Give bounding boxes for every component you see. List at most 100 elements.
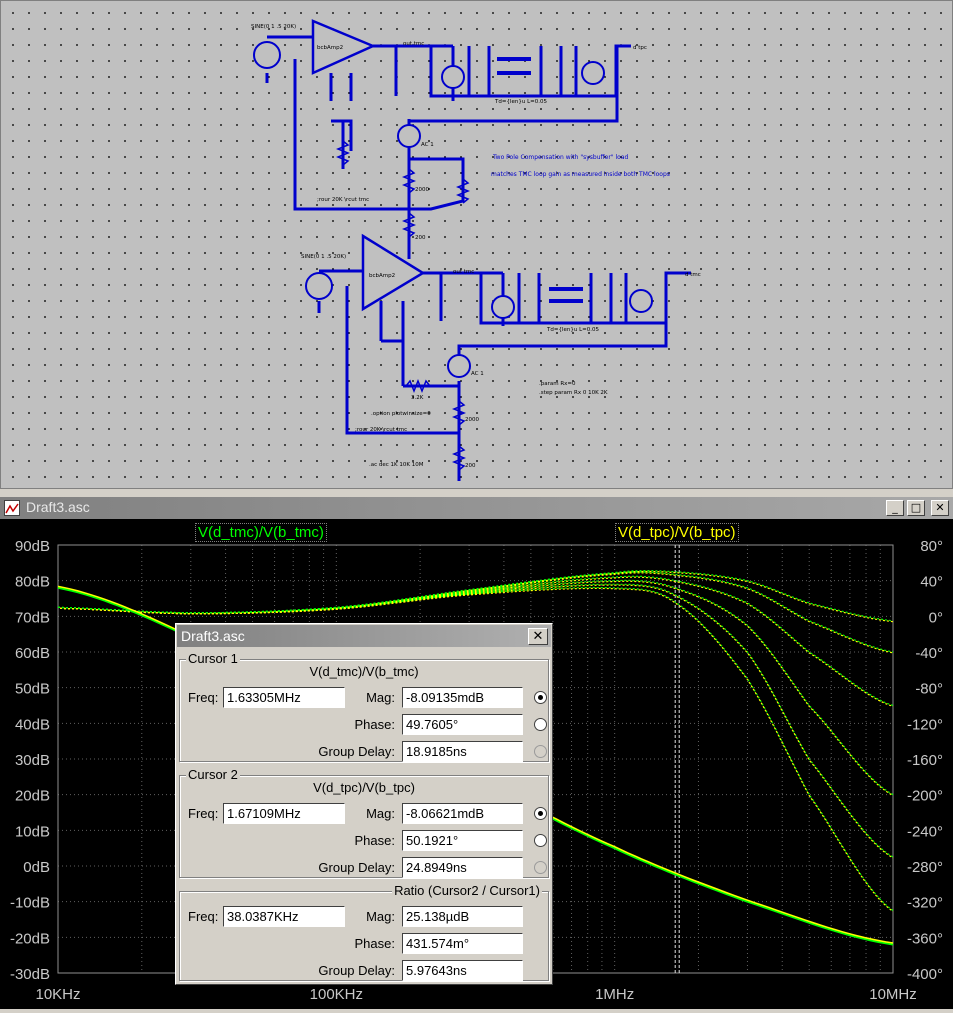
dialog-titlebar[interactable]: Draft3.asc ✕: [177, 625, 551, 647]
schematic-sources: [253, 41, 653, 378]
y-right-tick-label: -400°: [907, 966, 943, 983]
y-right-tick-label: -240°: [907, 823, 943, 840]
cursor2-freq-field[interactable]: 1.67109MHz: [223, 803, 345, 824]
phase-curve-tpc: [57, 570, 894, 623]
cursor2-gd-field[interactable]: 24.8949ns: [402, 857, 523, 878]
spice-param: .param Rx=0: [539, 381, 576, 387]
y-right-tick-label: -280°: [907, 859, 943, 876]
tline1-label: Td={len}u L=0.05: [494, 99, 548, 105]
x-tick-label: 1MHz: [595, 986, 634, 1003]
cursor2-mag-radio[interactable]: [534, 807, 547, 820]
minimize-button[interactable]: _: [886, 500, 904, 516]
maximize-button[interactable]: □: [907, 500, 925, 516]
ratio-group: Ratio (Cursor2 / Cursor1) Freq: 38.0387K…: [179, 883, 549, 981]
y-right-tick-label: -200°: [907, 788, 943, 805]
spice-ac: .ac dec 1K 10K 10M: [369, 462, 424, 468]
ratio-freq-field[interactable]: 38.0387KHz: [223, 906, 345, 927]
cursor1-freq-field[interactable]: 1.63305MHz: [223, 687, 345, 708]
note-line-2: matches TMC loop gain as measured inside…: [491, 171, 670, 178]
cursor2-gd-label: Group Delay:: [318, 860, 395, 875]
phase-curve-tmc: [57, 586, 894, 912]
y-left-tick-label: -10dB: [10, 895, 50, 912]
y-left-tick-label: 70dB: [15, 609, 50, 626]
out1-label: out tmc: [403, 41, 424, 47]
cursor1-group: Cursor 1 V(d_tmc)/V(b_tmc) Freq: 1.63305…: [179, 651, 549, 762]
y-right-tick-label: -320°: [907, 895, 943, 912]
cursor1-phase-label: Phase:: [354, 717, 395, 732]
rb-label: 2000: [465, 417, 479, 423]
y-right-tick-label: -160°: [907, 752, 943, 769]
cursor2-legend: Cursor 2: [186, 767, 240, 782]
waveform-window-icon: [4, 500, 20, 516]
opamp1-label: bcbAmp2: [317, 45, 343, 51]
ratio-gd-label: Group Delay:: [318, 963, 395, 978]
cursor-dialog[interactable]: Draft3.asc ✕ Cursor 1 V(d_tmc)/V(b_tmc) …: [175, 623, 553, 985]
rseries-label: 3.2K: [411, 395, 424, 401]
dialog-close-button[interactable]: ✕: [528, 628, 548, 645]
phase-curve-tpc: [57, 576, 894, 707]
trace-label-tmc[interactable]: V(d_tmc)/V(b_tmc): [195, 523, 327, 542]
ratio-legend: Ratio (Cursor2 / Cursor1): [392, 883, 542, 898]
y-left-tick-label: 40dB: [15, 716, 50, 733]
cursor2-mag-label: Mag:: [366, 806, 395, 821]
y-left-tick-label: 90dB: [15, 538, 50, 555]
cursor1-gd-field[interactable]: 18.9185ns: [402, 741, 523, 762]
ratio-phase-field[interactable]: 431.574m°: [402, 933, 523, 954]
y-right-tick-label: -360°: [907, 930, 943, 947]
y-left-tick-label: 30dB: [15, 752, 50, 769]
y-left-tick-label: -20dB: [10, 930, 50, 947]
y-left-tick-label: -30dB: [10, 966, 50, 983]
trace-label-tpc[interactable]: V(d_tpc)/V(b_tpc): [615, 523, 739, 542]
node-tpc-label: d tpc: [633, 45, 647, 51]
opamp2-label: bcbAmp2: [369, 273, 395, 279]
ac2-label: AC 1: [471, 371, 484, 377]
y-left-tick-label: 60dB: [15, 645, 50, 662]
comment2-label: ;rour 20K \rcut tmc: [355, 427, 407, 433]
rload1-label: 200: [415, 235, 426, 241]
y-right-tick-label: 80°: [920, 538, 943, 555]
schematic-wires: [265, 19, 691, 481]
window-title: Draft3.asc: [26, 499, 90, 515]
note-line-1: Two Pole Compensation with "sysbuffer" l…: [492, 154, 628, 161]
close-button[interactable]: ✕: [931, 500, 949, 516]
y-left-tick-label: 20dB: [15, 788, 50, 805]
waveform-titlebar[interactable]: Draft3.asc _ □ ✕: [0, 497, 953, 519]
comment1-label: ;rour 20K \rcut tmc: [317, 197, 369, 203]
y-left-tick-label: 50dB: [15, 681, 50, 698]
cursor1-freq-label: Freq:: [188, 690, 219, 705]
cursor1-mag-radio[interactable]: [534, 691, 547, 704]
y-left-tick-label: 10dB: [15, 823, 50, 840]
ratio-mag-field[interactable]: 25.138µdB: [402, 906, 523, 927]
ratio-gd-field[interactable]: 5.97643ns: [402, 960, 523, 981]
cursor2-mag-field[interactable]: -8.06621mdB: [402, 803, 523, 824]
ra-label: 2000: [415, 187, 429, 193]
cursor1-gd-label: Group Delay:: [318, 744, 395, 759]
source2-label: SINE(0 1 .5 20K): [301, 254, 346, 260]
y-left-tick-label: 0dB: [23, 859, 50, 876]
tline2-label: Td={len}u L=0.05: [546, 327, 600, 333]
out2-label: out tmc: [453, 269, 474, 275]
cursor2-phase-field[interactable]: 50.1921°: [402, 830, 523, 851]
cursor2-phase-label: Phase:: [354, 833, 395, 848]
y-right-tick-label: 0°: [929, 609, 943, 626]
ratio-mag-label: Mag:: [366, 909, 395, 924]
dialog-title: Draft3.asc: [181, 628, 245, 644]
cursor1-mag-field[interactable]: -8.09135mdB: [402, 687, 523, 708]
phase-curve-tpc: [57, 580, 894, 797]
cursor2-trace: V(d_tpc)/V(b_tpc): [313, 780, 415, 795]
cursor1-trace: V(d_tmc)/V(b_tmc): [309, 664, 419, 679]
rload2-label: 200: [465, 463, 476, 469]
cursor2-phase-radio[interactable]: [534, 834, 547, 847]
cursor1-phase-radio[interactable]: [534, 718, 547, 731]
cursor1-phase-field[interactable]: 49.7605°: [402, 714, 523, 735]
schematic-resistors: [335, 140, 471, 471]
x-tick-label: 100KHz: [310, 986, 363, 1003]
phase-curve-tpc: [57, 584, 894, 859]
cursor2-gd-radio[interactable]: [534, 861, 547, 874]
schematic-labels: SINE(0 1 .5 20K) bcbAmp2 out tmc SINE(0 …: [251, 24, 701, 469]
ac1-label: AC 1: [421, 142, 434, 148]
y-left-tick-label: 80dB: [15, 574, 50, 591]
schematic-canvas[interactable]: SINE(0 1 .5 20K) bcbAmp2 out tmc SINE(0 …: [0, 0, 953, 489]
y-right-tick-label: -40°: [915, 645, 943, 662]
cursor1-gd-radio[interactable]: [534, 745, 547, 758]
